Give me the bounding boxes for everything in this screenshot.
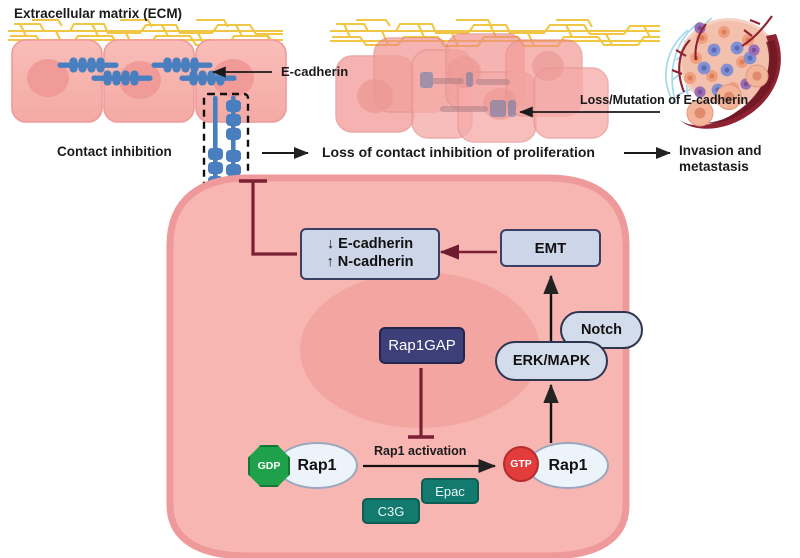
loss-mutation-line-1: Loss/Mutation bbox=[580, 93, 665, 107]
rap1gap-node[interactable]: Rap1GAP bbox=[379, 327, 465, 364]
gtp-badge[interactable]: GTP bbox=[503, 446, 539, 482]
loss-mutation-label: Loss/Mutation of E-cadherin bbox=[580, 93, 748, 108]
vessel-lumen bbox=[688, 40, 778, 124]
loss-mutation-line-2: of E-cadherin bbox=[668, 93, 749, 107]
cadherin-box-line-1: ↓ E-cadherin bbox=[326, 236, 414, 253]
cadherin-expression-box[interactable]: ↓ E-cadherin ↑ N-cadherin bbox=[300, 228, 440, 280]
e-cadherin-junction-left bbox=[57, 57, 153, 86]
ecm-label: Extracellular matrix (ECM) bbox=[14, 6, 183, 21]
cadherin-box-line-2: ↑ N-cadherin bbox=[326, 254, 414, 270]
tumor-metastasis-illustration bbox=[665, 15, 781, 129]
circulating-tumor-cells bbox=[686, 64, 769, 127]
tumor-vasculature bbox=[671, 15, 773, 93]
gdp-badge[interactable]: GDP bbox=[248, 445, 290, 487]
invasion-line-1: Invasion and bbox=[679, 143, 762, 158]
contact-inhibition-label: Contact inhibition bbox=[57, 144, 172, 159]
invasion-metastasis-label: Invasion and metastasis bbox=[679, 143, 800, 175]
epac-node[interactable]: Epac bbox=[421, 478, 479, 504]
emt-node[interactable]: EMT bbox=[500, 229, 601, 267]
c3g-node[interactable]: C3G bbox=[362, 498, 420, 524]
loss-of-contact-inhibition-label: Loss of contact inhibition of proliferat… bbox=[322, 144, 595, 160]
e-cadherin-label: E-cadherin bbox=[281, 64, 349, 79]
mutated-cadherin-stubs bbox=[420, 72, 516, 117]
blood-vessel bbox=[680, 34, 781, 129]
rap1-activation-label: Rap1 activation bbox=[374, 444, 467, 458]
cadherin-box-inhibition-line bbox=[251, 181, 297, 256]
invasion-line-2: metastasis bbox=[679, 158, 749, 174]
e-cadherin-junction-right bbox=[151, 57, 237, 86]
erk-mapk-node[interactable]: ERK/MAPK bbox=[495, 341, 608, 381]
rap1-gtp-node[interactable]: Rap1 bbox=[527, 442, 609, 489]
